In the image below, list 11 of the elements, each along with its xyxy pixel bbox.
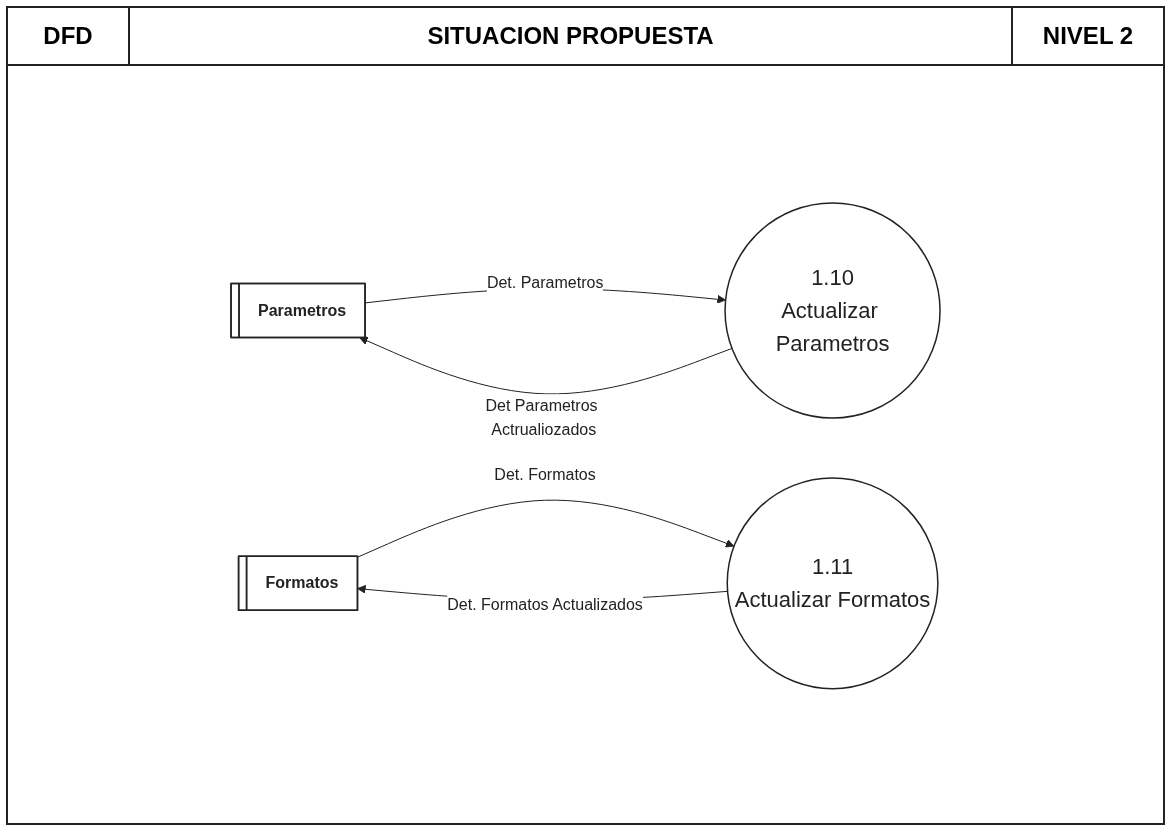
edge-label: Det. Parametros [486,273,604,291]
header-text: DFD [43,22,93,50]
title: SITUACION PROPUESTA [427,22,714,50]
arrow [359,336,733,395]
node-circle: 1.11 Actualizar Formatos [726,476,939,690]
header-text: NIVEL 2 [1042,22,1134,50]
edge-label: Det Parametros Actrualiozados [485,397,598,439]
edge-label: Det. Formatos [494,465,596,483]
arrow [356,499,735,558]
node-circle: 1.10 Actualizar Parametros [724,201,941,419]
edge-label: Det. Formatos Actualizados [447,596,643,613]
